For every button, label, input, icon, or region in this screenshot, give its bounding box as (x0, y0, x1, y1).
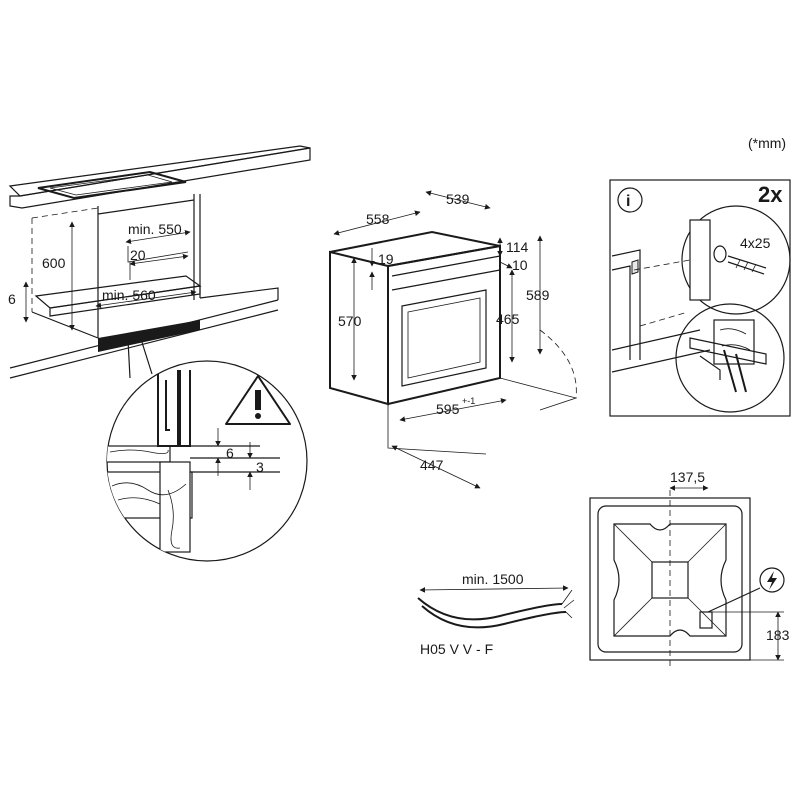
oven-height-door: 465 (496, 311, 520, 327)
oven-width: 595 (436, 401, 460, 417)
cable-length: min. 1500 (462, 571, 524, 587)
detail-gap-top: 6 (226, 445, 234, 461)
oven-panel-gap: 10 (512, 257, 528, 273)
cabinet-side-gap: 6 (8, 291, 16, 307)
oven-panel-top: 114 (506, 239, 529, 255)
oven-depth-total: 558 (366, 211, 390, 227)
detail-gap-bottom: 3 (256, 459, 264, 475)
cabinet-drawing: 600 min. 550 20 min. 560 6 (8, 145, 311, 379)
oven-depth-body: 539 (446, 191, 470, 207)
oven-height-body: 570 (338, 313, 362, 329)
unit-note: (*mm) (748, 135, 786, 151)
oven-drawing: 558 539 19 570 114 10 465 589 595 +-1 44… (329, 190, 578, 489)
rear-view: 137,5 183 (589, 469, 790, 668)
oven-width-tolerance: +-1 (462, 396, 475, 406)
cabinet-depth-min: min. 550 (128, 221, 182, 237)
detail-circle: 6 3 (106, 360, 308, 562)
oven-top-offset: 19 (378, 251, 394, 267)
cable-type: H05 V V - F (420, 641, 493, 657)
fixing-screw: 4x25 (740, 235, 771, 251)
cabinet-height: 600 (42, 255, 66, 271)
cable-drawing: min. 1500 H05 V V - F (417, 571, 575, 657)
electrical-icon (767, 571, 777, 590)
rear-vertical: 183 (766, 627, 790, 643)
oven-height-total: 589 (526, 287, 550, 303)
oven-depth-bottom: 447 (420, 457, 444, 473)
rear-horizontal: 137,5 (670, 469, 705, 485)
info-icon: i (626, 193, 630, 210)
cabinet-offset: 20 (130, 247, 146, 263)
fixing-quantity: 2x (758, 182, 783, 207)
fixing-panel: i 2x 4x25 (609, 179, 791, 417)
cabinet-width-min: min. 560 (102, 287, 156, 303)
